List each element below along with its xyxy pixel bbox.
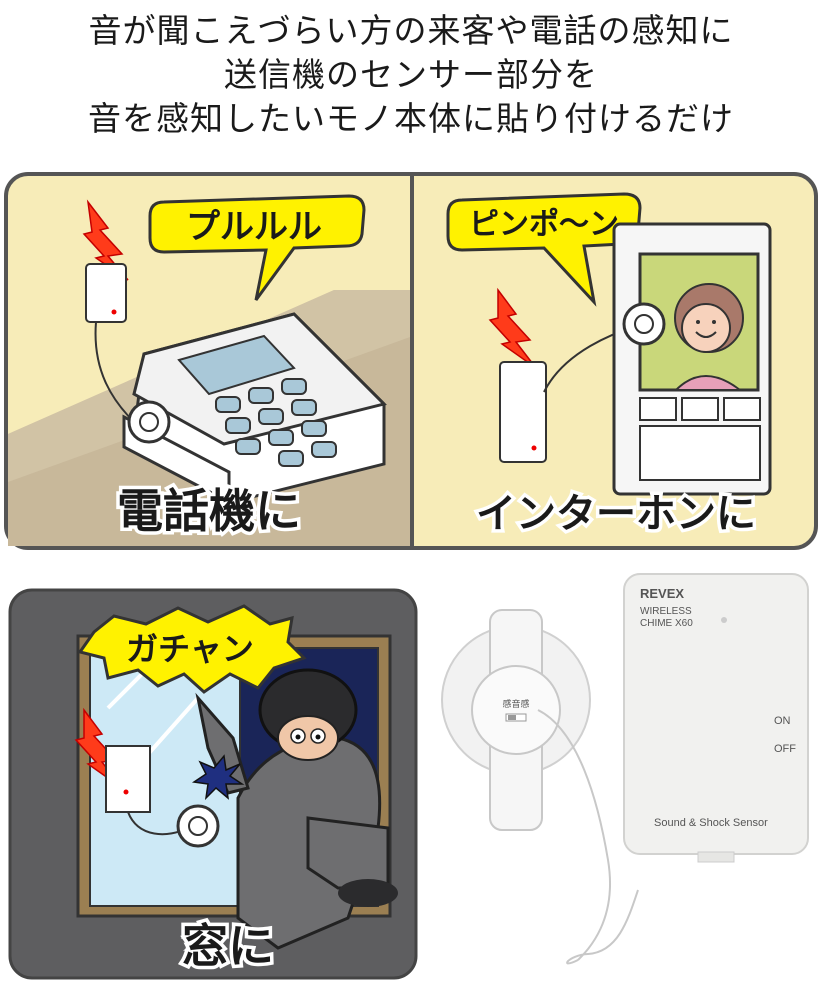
model-line-1: WIRELESS [640, 606, 692, 617]
brand-logo: REVEX [640, 586, 684, 601]
speech-bubble-ringing: プルルル [148, 194, 366, 301]
bubble-text-doorbell: ピンポ〜ン [469, 207, 619, 242]
usage-illustration-window: ガチャン 窓に [8, 588, 418, 980]
usage-panel-top: プルルル 電話機に ピンポ〜ン [4, 172, 818, 550]
phone-scene: プルルル 電話機に [8, 194, 410, 546]
intercom-monitor-icon [612, 222, 772, 496]
bubble-text-crash: ガチャン [126, 630, 254, 668]
model-line-2: CHIME X60 [640, 618, 693, 629]
sensor-box-icon [85, 263, 127, 323]
speech-bubble-crash: ガチャン [77, 604, 307, 694]
intercom-scene: ピンポ〜ン インターホン [446, 192, 772, 541]
headline-line-2: 送信機のセンサー部分を [224, 55, 598, 94]
speech-bubble-doorbell: ピンポ〜ン [446, 192, 642, 307]
burglar-figure [195, 668, 398, 950]
product-photo: 感音感 REVEX WIRELESS CHIME X60 ON OFF Soun… [428, 560, 822, 986]
usage-illustration-top: プルルル 電話機に ピンポ〜ン [4, 172, 818, 550]
caption-intercom: インターホンに [476, 491, 756, 537]
sensor-box-icon [499, 361, 547, 463]
headline-line-3: 音を感知したいモノ本体に貼り付けるだけ [88, 99, 734, 138]
switch-on-label: ON [774, 715, 791, 727]
caption-telephone: 電話機に [117, 484, 301, 538]
sensor-label: 感音感 [502, 698, 529, 709]
sensor-product-label: Sound & Shock Sensor [654, 817, 768, 829]
transmitter-unit: REVEX WIRELESS CHIME X60 ON OFF Sound & … [623, 573, 809, 863]
sensor-box-icon [105, 745, 151, 813]
telephone-icon [122, 312, 387, 506]
lightning-icon [82, 199, 129, 281]
product-illustration: 感音感 REVEX WIRELESS CHIME X60 ON OFF Soun… [441, 573, 809, 965]
switch-off-label: OFF [774, 743, 796, 755]
bubble-text-ringing: プルルル [186, 207, 322, 247]
caption-window: 窓に [182, 919, 274, 973]
usage-panel-window: ガチャン 窓に [8, 588, 418, 980]
headline-line-1: 音が聞こえづらい方の来客や電話の感知に [88, 11, 734, 50]
sound-sensor-pad: 感音感 [441, 609, 591, 831]
